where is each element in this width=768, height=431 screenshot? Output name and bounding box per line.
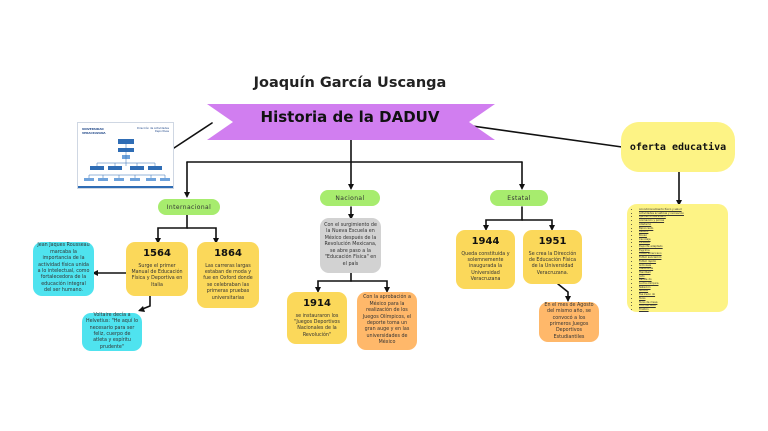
- oferta-list-item[interactable]: Ciclismo: [639, 241, 724, 245]
- oferta-list-item[interactable]: Canotaje: [639, 238, 724, 242]
- card-helvetius: Voltaire decía a Helvetius: "He aquí lo …: [82, 313, 142, 351]
- pill-internacional: Internacional: [158, 199, 220, 215]
- author-name: Joaquín García Uscanga: [253, 75, 447, 91]
- card-1951-year: 1951: [538, 236, 567, 247]
- card-1564: 1564 Surge el primer Manual de Educación…: [126, 242, 188, 296]
- oferta-list-item[interactable]: Esgrima: [639, 249, 724, 253]
- oferta-list-item[interactable]: Karate do: [639, 278, 724, 282]
- org-chart-logo: UNIVERSIDAD VERACRUZANA: [82, 127, 106, 135]
- card-nueva-escuela-text: Con el surgimiento de la Nueva Escuela e…: [324, 222, 377, 267]
- oferta-list-item[interactable]: Acondicionamiento físico y salud: [639, 208, 724, 212]
- card-helvetius-text: Voltaire decía a Helvetius: "He aquí lo …: [86, 312, 139, 350]
- oferta-list-item[interactable]: Béisbol: [639, 230, 724, 234]
- oferta-list-item[interactable]: Lucha olímpica: [639, 282, 724, 286]
- oferta-list-item[interactable]: Tae kwon do: [639, 293, 724, 297]
- card-1951-text: Se crea la Dirección de Educación Física…: [528, 251, 577, 276]
- oferta-list-item[interactable]: Tenis: [639, 297, 724, 301]
- card-1914-year: 1914: [303, 298, 331, 309]
- oferta-list-item[interactable]: Tenis de mesa: [639, 301, 724, 305]
- org-chart-image: UNIVERSIDAD VERACRUZANA Dirección de Act…: [77, 122, 174, 189]
- oferta-list-item[interactable]: Animación y porras: [639, 219, 724, 223]
- oferta-list-item[interactable]: Fútbol asociación: [639, 256, 724, 260]
- card-1944: 1944 Queda constituida y solemnemente in…: [456, 230, 515, 289]
- card-1914: 1914 se instauraron los "Juegos Deportiv…: [287, 292, 347, 344]
- card-1944-text: Queda constituida y solemnemente inaugur…: [461, 251, 510, 283]
- card-1864-text: Las carreras largas estaban de moda y fu…: [203, 263, 253, 301]
- oferta-list-item[interactable]: Handball: [639, 271, 724, 275]
- oferta-list-item[interactable]: Boxeo: [639, 234, 724, 238]
- oferta-list-item[interactable]: Atletismo: [639, 223, 724, 227]
- oferta-list-item[interactable]: Judo: [639, 275, 724, 279]
- card-juegos-estudiantiles: En el mes de Agosto del mismo año, se co…: [539, 302, 599, 342]
- oferta-list-item[interactable]: Ajedrez universitario: [639, 215, 724, 219]
- card-1944-year: 1944: [471, 236, 500, 247]
- oferta-list-item[interactable]: Gimnasia: [639, 264, 724, 268]
- oferta-list-item[interactable]: Halterofilia: [639, 267, 724, 271]
- pill-estatal: Estatal: [490, 190, 548, 206]
- card-1564-text: Surge el primer Manual de Educación Físi…: [131, 263, 183, 288]
- card-rousseau-text: Jean Jaques Rousseau marcaba la importan…: [37, 243, 90, 294]
- card-juegos-estudiantiles-text: En el mes de Agosto del mismo año, se co…: [544, 302, 594, 340]
- card-1864: 1864 Las carreras largas estaban de moda…: [197, 242, 259, 308]
- oferta-list-item[interactable]: Softbol: [639, 289, 724, 293]
- card-1951: 1951 Se crea la Dirección de Educación F…: [523, 230, 582, 284]
- oferta-list-item[interactable]: Tiro con arco: [639, 304, 724, 308]
- oferta-list-item[interactable]: Deporte adaptado: [639, 245, 724, 249]
- oferta-list-box: Acondicionamiento físico y saludActivida…: [627, 204, 728, 312]
- title-banner: [207, 104, 495, 140]
- card-nueva-escuela: Con el surgimiento de la Nueva Escuela e…: [320, 218, 381, 273]
- pill-nacional: Nacional: [320, 190, 380, 206]
- card-1864-year: 1864: [214, 248, 242, 259]
- org-chart-heading: Dirección de Actividades Deportivas: [137, 127, 169, 133]
- card-juegos-olimpicos-text: Con la aprobación a México para la reali…: [362, 295, 412, 346]
- oferta-list: Acondicionamiento físico y saludActivida…: [627, 204, 728, 312]
- card-juegos-olimpicos: Con la aprobación a México para la reali…: [357, 292, 417, 350]
- oferta-list-item[interactable]: Fútbol americano: [639, 252, 724, 256]
- card-rousseau: Jean Jaques Rousseau marcaba la importan…: [33, 242, 94, 296]
- card-1914-text: se instauraron los "Juegos Deportivos Na…: [294, 313, 340, 338]
- oferta-educativa-node: oferta educativa: [621, 122, 735, 172]
- oferta-list-item[interactable]: Natación: [639, 286, 724, 290]
- page-title: Historia de la DADUV: [260, 108, 440, 126]
- oferta-list-item[interactable]: Baloncesto: [639, 227, 724, 231]
- card-1564-year: 1564: [143, 248, 171, 259]
- org-chart-diagram: [78, 139, 173, 188]
- oferta-list-item[interactable]: Actividades acuáticas y recreación: [639, 212, 724, 216]
- oferta-list-item[interactable]: Triatlón: [639, 308, 724, 312]
- oferta-list-item[interactable]: Fútbol rápido: [639, 260, 724, 264]
